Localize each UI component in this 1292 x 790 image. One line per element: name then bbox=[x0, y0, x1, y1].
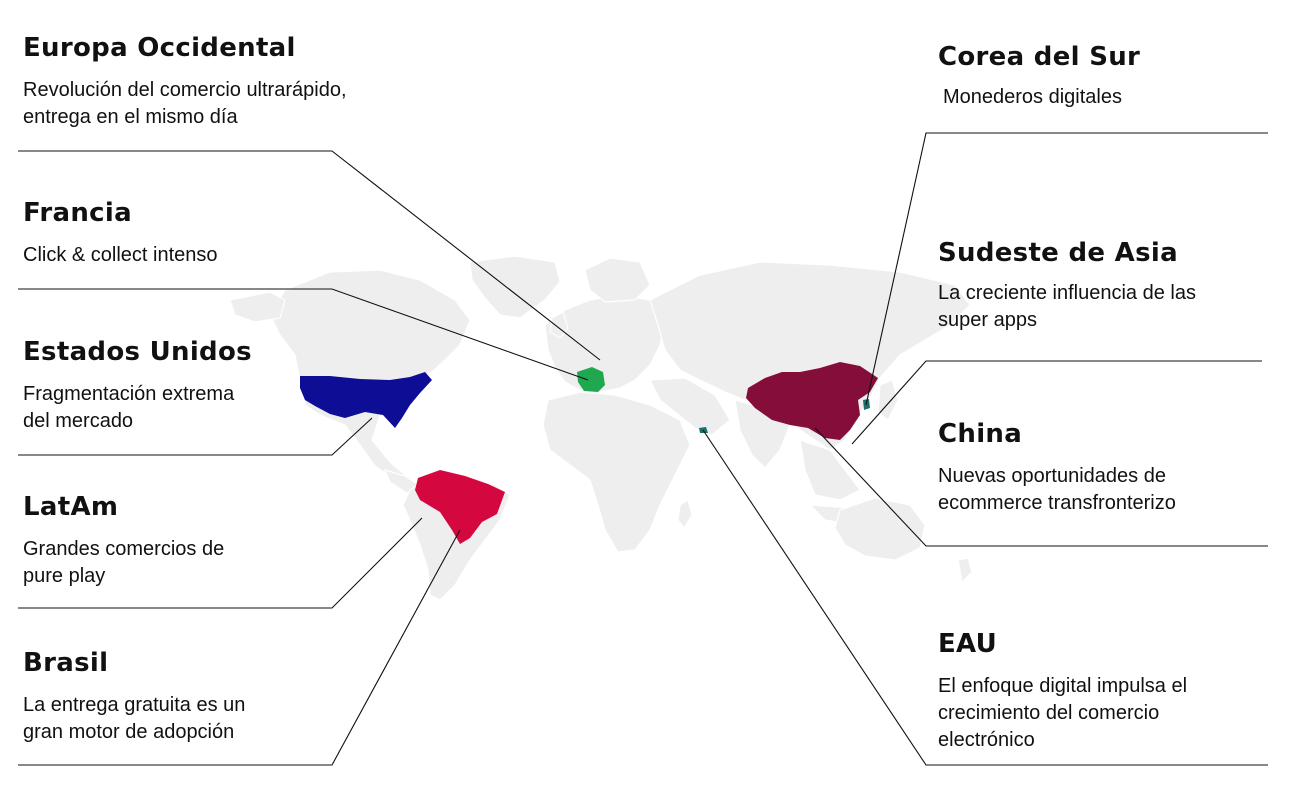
region-title: China bbox=[938, 419, 1023, 449]
desc-line: super apps bbox=[938, 309, 1037, 331]
desc-line: pure play bbox=[23, 565, 106, 587]
desc-line: Revolución del comercio ultrarápido, bbox=[23, 79, 347, 101]
leader-lines bbox=[18, 132, 1268, 766]
desc-line: El enfoque digital impulsa el bbox=[938, 675, 1188, 697]
region-corea-del-sur: Corea del Sur Monederos digitales bbox=[938, 42, 1278, 111]
region-francia: Francia Click & collect intenso bbox=[23, 198, 423, 269]
desc-line: electrónico bbox=[938, 729, 1035, 751]
land-scandinavia bbox=[584, 257, 651, 303]
land-alaska bbox=[229, 291, 286, 323]
leader-francia bbox=[18, 288, 589, 381]
region-sudeste-de-asia: Sudeste de Asia La creciente influencia … bbox=[938, 238, 1278, 334]
desc-line: Nuevas oportunidades de bbox=[938, 465, 1166, 487]
region-latam: LatAm Grandes comercios de pure play bbox=[23, 492, 423, 590]
desc-line: Click & collect intenso bbox=[23, 244, 218, 266]
desc-line: Monederos digitales bbox=[943, 86, 1122, 108]
desc-line: Grandes comercios de bbox=[23, 538, 225, 560]
region-title: Corea del Sur bbox=[938, 42, 1141, 72]
region-description: Nuevas oportunidades de ecommerce transf… bbox=[938, 463, 1278, 517]
region-description: Revolución del comercio ultrarápido, ent… bbox=[23, 77, 423, 131]
region-title: LatAm bbox=[23, 492, 119, 522]
desc-line: La entrega gratuita es un bbox=[23, 694, 246, 716]
desc-line: del mercado bbox=[23, 410, 134, 432]
land-japan bbox=[877, 379, 899, 421]
region-description: El enfoque digital impulsa el crecimient… bbox=[938, 673, 1278, 754]
region-description: La entrega gratuita es un gran motor de … bbox=[23, 692, 423, 746]
land-madagascar bbox=[677, 499, 693, 530]
land-africa bbox=[542, 391, 691, 553]
land-europe bbox=[544, 294, 666, 393]
region-description: La creciente influencia de las super app… bbox=[938, 280, 1278, 334]
country-france bbox=[577, 367, 605, 392]
land-australia bbox=[834, 497, 926, 561]
region-description: Monederos digitales bbox=[943, 84, 1278, 111]
country-china bbox=[746, 362, 878, 440]
leader-eau bbox=[702, 429, 1268, 766]
desc-line: entrega en el mismo día bbox=[23, 106, 238, 128]
leader-brasil bbox=[18, 529, 461, 766]
region-description: Grandes comercios de pure play bbox=[23, 536, 423, 590]
region-title: EAU bbox=[938, 629, 998, 659]
region-title: Francia bbox=[23, 198, 132, 228]
leader-sudeste bbox=[851, 360, 1262, 445]
desc-line: gran motor de adopción bbox=[23, 721, 235, 743]
region-europa-occidental: Europa Occidental Revolución del comerci… bbox=[23, 33, 423, 131]
region-title: Brasil bbox=[23, 648, 109, 678]
land-greenland bbox=[469, 255, 561, 319]
region-title: Europa Occidental bbox=[23, 33, 296, 63]
region-title: Estados Unidos bbox=[23, 337, 252, 367]
region-description: Click & collect intenso bbox=[23, 242, 423, 269]
country-brazil bbox=[415, 470, 505, 544]
region-china: China Nuevas oportunidades de ecommerce … bbox=[938, 419, 1278, 517]
land-middle-east bbox=[649, 377, 731, 436]
region-estados-unidos: Estados Unidos Fragmentación extrema del… bbox=[23, 337, 423, 435]
leader-europa bbox=[18, 150, 601, 361]
land-southeast-asia bbox=[799, 439, 861, 501]
desc-line: La creciente influencia de las bbox=[938, 282, 1196, 304]
leader-china bbox=[814, 427, 1268, 547]
country-usa bbox=[300, 372, 432, 428]
land-new-zealand bbox=[957, 557, 973, 584]
desc-line: ecommerce transfronterizo bbox=[938, 492, 1176, 514]
leader-latam bbox=[18, 517, 423, 609]
region-brasil: Brasil La entrega gratuita es un gran mo… bbox=[23, 648, 423, 746]
region-description: Fragmentación extrema del mercado bbox=[23, 381, 423, 435]
region-title: Sudeste de Asia bbox=[938, 238, 1178, 268]
leader-corea bbox=[865, 132, 1268, 406]
leader-eeuu bbox=[18, 417, 373, 456]
region-eau: EAU El enfoque digital impulsa el crecim… bbox=[938, 629, 1278, 754]
desc-line: Fragmentación extrema bbox=[23, 383, 235, 405]
desc-line: crecimiento del comercio bbox=[938, 702, 1160, 724]
